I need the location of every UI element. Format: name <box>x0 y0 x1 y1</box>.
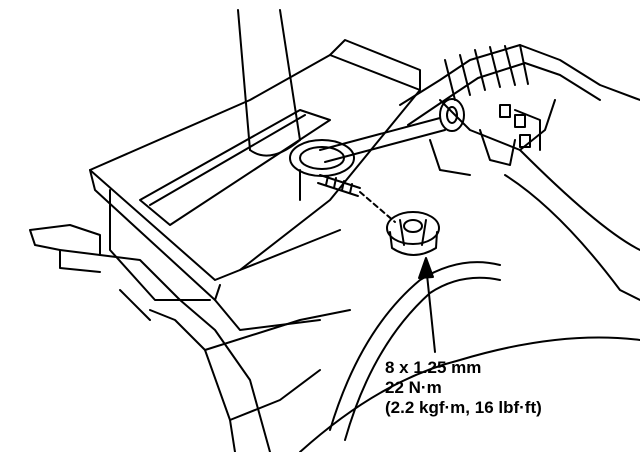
cable-bracket <box>429 99 556 176</box>
torque-nm-label: 22 N·m <box>385 378 442 397</box>
shifter-housing <box>89 39 421 331</box>
torque-alt-label: (2.2 kgf·m, 16 lbf·ft) <box>385 398 542 417</box>
threaded-stud <box>317 174 361 197</box>
control-rod <box>319 98 465 163</box>
body-panel-curve <box>299 149 640 452</box>
shift-lever <box>237 9 301 157</box>
base-plate <box>204 309 351 421</box>
alignment-line <box>359 191 396 223</box>
flange-nut <box>386 211 440 256</box>
leader-arrow <box>418 257 436 353</box>
lower-cable-loop <box>329 261 501 441</box>
bolt-size-label: 8 x 1.25 mm <box>385 358 482 377</box>
